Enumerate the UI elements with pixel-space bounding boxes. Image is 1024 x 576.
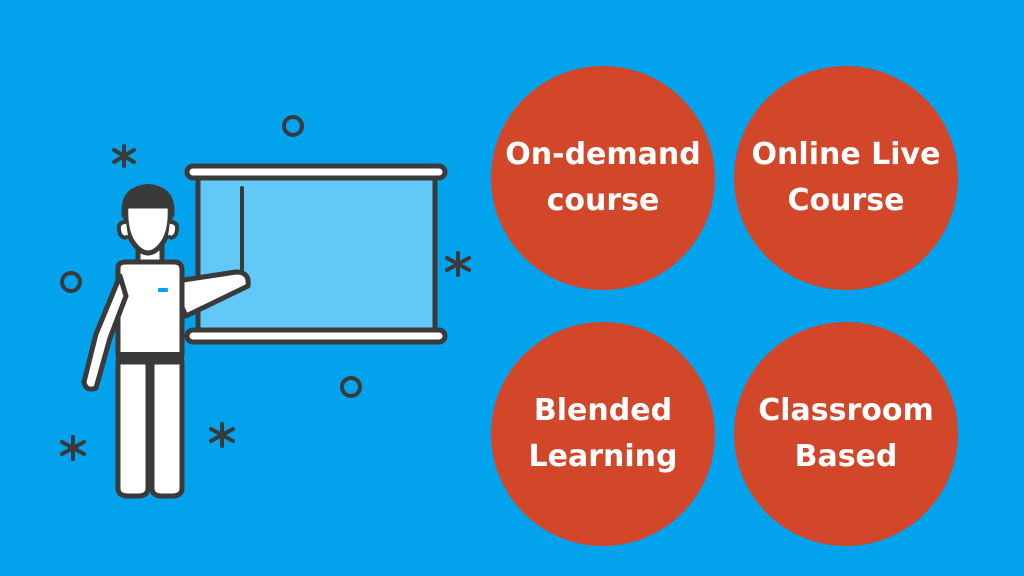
ring-icon (282, 115, 304, 137)
ring-icon (60, 271, 82, 293)
sparkle-icon (112, 144, 136, 168)
option-blended-learning: Blended Learning (491, 322, 715, 546)
option-online-live-course: Online Live Course (734, 66, 958, 290)
ring-icon (340, 376, 362, 398)
option-on-demand-course: On-demand course (491, 66, 715, 290)
board-icon (184, 163, 448, 345)
sparkle-icon (60, 435, 86, 461)
ear-icon (166, 220, 180, 240)
option-label: Classroom Based (758, 393, 934, 474)
sparkle-icon (209, 422, 235, 448)
leg-icon (115, 359, 151, 499)
arm-icon (81, 273, 129, 392)
option-label: Online Live Course (751, 137, 941, 218)
arm-icon (167, 269, 251, 319)
option-label: Blended Learning (528, 393, 678, 474)
ear-icon (116, 220, 130, 240)
torso-icon (115, 259, 185, 359)
sparkle-icon (445, 251, 471, 277)
head-icon (123, 203, 173, 256)
option-classroom-based: Classroom Based (734, 322, 958, 546)
hair-icon (121, 184, 175, 218)
option-label: On-demand course (505, 137, 701, 218)
pocket-icon (158, 288, 168, 292)
leg-icon (149, 359, 185, 499)
